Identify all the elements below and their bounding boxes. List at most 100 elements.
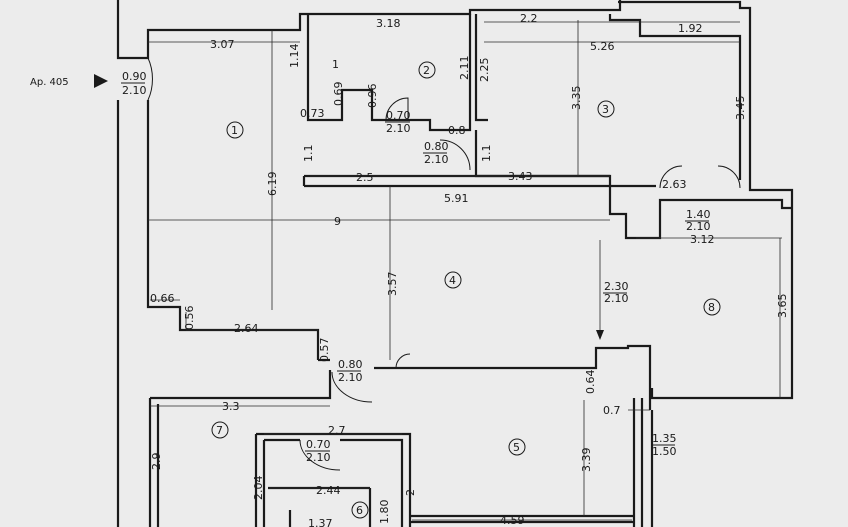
dim-label: 2.64: [234, 322, 259, 335]
dim-label: 2.5: [356, 171, 374, 184]
dim-label: 2.44: [316, 484, 341, 497]
dim-label: 3.45: [734, 96, 747, 121]
dim-label: 0.96: [366, 84, 379, 109]
svg-text:2.10: 2.10: [386, 122, 411, 135]
room-3-label: 3: [602, 103, 609, 116]
door-label-hall-top: 0.80 2.10: [423, 140, 449, 166]
dim-label: 2: [404, 489, 417, 496]
room-4-label: 4: [449, 274, 456, 287]
dim-label: 0.73: [300, 107, 325, 120]
dim-label: 3.12: [690, 233, 715, 246]
dim-label: 2.11: [458, 56, 471, 81]
svg-text:2.10: 2.10: [686, 220, 711, 233]
svg-text:1.40: 1.40: [686, 208, 711, 221]
window-label-room5: 1.35 1.50: [651, 432, 677, 458]
svg-text:1.35: 1.35: [652, 432, 677, 445]
svg-text:2.10: 2.10: [338, 371, 363, 384]
dim-label: 2.04: [252, 476, 265, 501]
room5-right-wall: [632, 398, 654, 527]
dim-label: 2.25: [478, 58, 491, 83]
svg-text:0.70: 0.70: [306, 438, 331, 451]
room8-door-arc-r: [717, 165, 741, 189]
room2-wall: [306, 14, 472, 132]
svg-text:2.10: 2.10: [604, 292, 629, 305]
dim-label: 3.43: [508, 170, 533, 183]
entrance-arrow-icon: [94, 74, 108, 88]
dim-label: 4.59: [500, 514, 525, 527]
left-wall: [116, 100, 320, 527]
dim-label: 0.7: [603, 404, 621, 417]
room5-bottom: [410, 514, 634, 524]
room4-door-arc: [395, 353, 411, 369]
room4-bottom-wall: [374, 344, 652, 410]
dim-label: 2.2: [520, 12, 538, 25]
door-label-room8-side: 2.30 2.10: [603, 280, 629, 305]
dim-lines: [148, 20, 782, 521]
dim-label: 0.8: [448, 124, 466, 137]
room8-wall: [740, 198, 792, 210]
dim-label: 3.35: [570, 86, 583, 111]
room7-top-wall: [150, 358, 332, 400]
svg-text:0.90: 0.90: [122, 70, 147, 83]
room6-wall: [254, 432, 412, 527]
room-5-label: 5: [513, 441, 520, 454]
dim-label: 0.64: [584, 370, 597, 395]
dim-label: 1.14: [288, 44, 301, 69]
outer-wall: [116, 0, 622, 60]
svg-text:2.10: 2.10: [424, 153, 449, 166]
svg-text:0.80: 0.80: [424, 140, 449, 153]
dim-label: 9: [334, 215, 341, 228]
bath-door-arc: [385, 97, 409, 121]
dim-label: 0.56: [183, 306, 196, 331]
dim-label: 3.57: [386, 272, 399, 297]
svg-text:0.70: 0.70: [386, 109, 411, 122]
dim-label: 2.9: [150, 453, 163, 471]
door-label-bath-top: 0.70 2.10: [385, 109, 411, 135]
svg-text:2.10: 2.10: [122, 84, 147, 97]
door-label-room7: 0.80 2.10: [337, 358, 363, 384]
hall-door-arc: [439, 139, 471, 171]
dim-label: 6.19: [266, 172, 279, 197]
dim-label: 3.65: [776, 294, 789, 319]
dim-label: 3.3: [222, 400, 240, 413]
dim-label: 5.91: [444, 192, 469, 205]
room-markers: [211, 61, 721, 519]
room-2-label: 2: [423, 64, 430, 77]
dim-label: 1: [332, 58, 339, 71]
dim-label: 5.26: [590, 40, 615, 53]
dim-label: 1.1: [480, 145, 493, 163]
room3-wall: [474, 14, 610, 178]
dim-label: 2.7: [328, 424, 346, 437]
dim-label: 2.63: [662, 178, 687, 191]
bath-bottom-door-arc: [299, 439, 341, 471]
dim-label: 0.57: [318, 338, 331, 363]
door-label-entrance: 0.90 2.10: [121, 70, 147, 97]
corridor-wall-lower: [304, 184, 740, 240]
dim-label: 1.37: [308, 517, 333, 527]
room7-door-arc: [331, 371, 373, 403]
dim-label: 0.66: [150, 292, 175, 305]
entrance-door-arc: [147, 57, 153, 101]
room-7-label: 7: [216, 424, 223, 437]
door-label-bath-bottom: 0.70 2.10: [305, 438, 331, 464]
room-6-label: 6: [356, 504, 363, 517]
room8-door-arc-l: [659, 165, 683, 189]
room7-left: [148, 398, 160, 527]
svg-text:0.80: 0.80: [338, 358, 363, 371]
hall-arrow-icon: [596, 330, 604, 340]
svg-text:1.50: 1.50: [652, 445, 677, 458]
room-8-label: 8: [708, 301, 715, 314]
door-label-room8-top: 1.40 2.10: [685, 208, 711, 233]
dim-label: 3.07: [210, 38, 235, 51]
svg-text:2.10: 2.10: [306, 451, 331, 464]
dim-label: 1.80: [378, 500, 391, 525]
dim-label: 3.18: [376, 17, 401, 30]
dim-label: 1.92: [678, 22, 703, 35]
svg-text:2.30: 2.30: [604, 280, 629, 293]
dim-label: 3.39: [580, 448, 593, 473]
dim-label: 0.69: [332, 82, 345, 107]
dim-label: 1.1: [302, 145, 315, 163]
outer-wall-east: [618, 0, 794, 400]
